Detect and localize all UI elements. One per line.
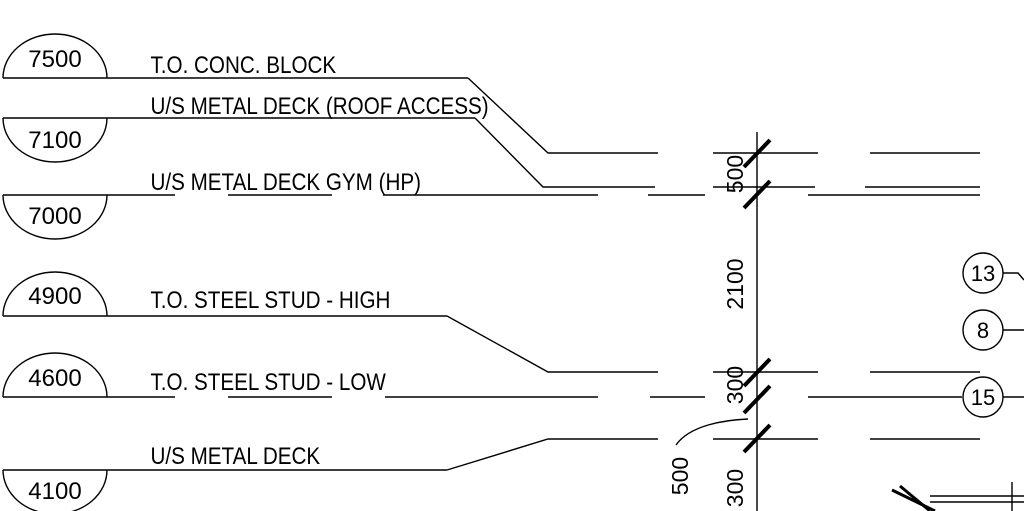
level-label-4600: T.O. STEEL STUD - LOW: [150, 369, 386, 396]
dimension-leader: [675, 418, 749, 446]
elevation-4100: 4100: [28, 478, 81, 505]
tag-13: 13: [971, 261, 995, 286]
tag-callouts: [962, 252, 1024, 418]
level-label-7500: T.O. CONC. BLOCK: [150, 52, 336, 79]
level-marker-7500: [2, 33, 658, 154]
level-marker-7100: [2, 117, 655, 188]
dimension-text-500-leader: 500: [667, 457, 693, 495]
tag-15: 15: [971, 385, 995, 410]
dimension-text-500: 500: [722, 155, 748, 193]
elevation-4600: 4600: [28, 365, 81, 392]
partial-detail: [891, 482, 1024, 511]
level-label-4900: T.O. STEEL STUD - HIGH: [150, 287, 390, 314]
level-marker-4100: [2, 438, 658, 511]
dimension-text-300-lower: 300: [722, 469, 748, 507]
tag-8: 8: [977, 318, 989, 343]
level-label-7100: U/S METAL DECK (ROOF ACCESS): [150, 93, 488, 120]
level-marker-4600: [2, 352, 705, 398]
elevation-4900: 4900: [28, 283, 81, 310]
dimension-text-2100: 2100: [722, 258, 748, 309]
level-marker-7000: [2, 194, 705, 240]
elevation-7100: 7100: [28, 127, 81, 154]
level-label-7000: U/S METAL DECK GYM (HP): [150, 169, 421, 196]
elevation-7500: 7500: [28, 46, 81, 73]
level-label-4100: U/S METAL DECK: [150, 443, 320, 470]
elevation-7000: 7000: [28, 203, 81, 230]
level-marker-4900: [2, 271, 658, 373]
dimension-text-300-upper: 300: [722, 366, 748, 404]
dimension-line: [742, 132, 772, 511]
